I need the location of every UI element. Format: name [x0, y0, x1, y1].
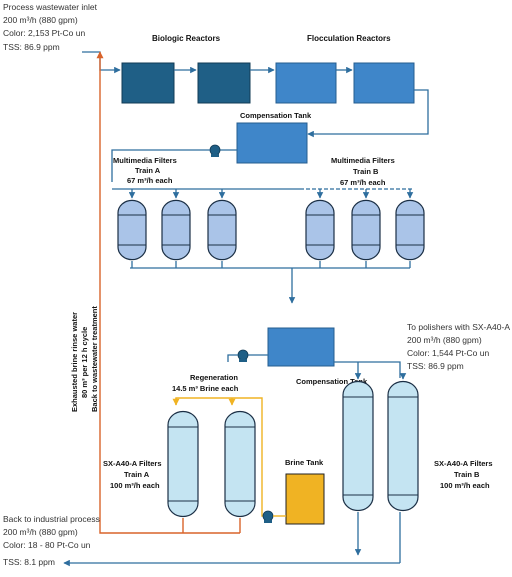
sx-a-title: SX-A40-A Filters [103, 459, 162, 468]
mm-b-title: Multimedia Filters [331, 156, 395, 165]
inlet-title: Process wastewater inlet [3, 2, 98, 12]
reactor-to-tank-line [307, 89, 429, 138]
regeneration-detail: 14.5 m³ Brine each [172, 384, 239, 393]
multimedia-filter-3 [207, 189, 237, 268]
pump-to-filters-line [111, 149, 210, 182]
sx-filters [167, 373, 419, 518]
biologic-reactors-label: Biologic Reactors [152, 34, 221, 43]
rinse-return-line [96, 51, 183, 534]
sx-filter-b1 [342, 373, 374, 512]
sx-b-title: SX-A40-A Filters [434, 459, 493, 468]
sx-b-train: Train B [454, 470, 480, 479]
multimedia-filter-1 [117, 189, 147, 268]
sx-a-rate: 100 m³/h each [110, 481, 160, 490]
pump-icon [237, 349, 249, 362]
multimedia-filters [117, 189, 425, 268]
pump-icon [262, 510, 274, 523]
polishers-color: Color: 1,544 Pt-Co un [407, 348, 489, 358]
brine-tank-label: Brine Tank [285, 458, 324, 467]
inlet-tss: TSS: 86.9 ppm [3, 42, 60, 52]
sx-b-rate: 100 m³/h each [440, 481, 490, 490]
sx-filter-a2 [224, 410, 256, 518]
polishers-tss: TSS: 86.9 ppm [407, 361, 464, 371]
biologic-reactor-2 [197, 62, 251, 104]
brine-tank [285, 473, 325, 525]
multimedia-filter-2 [161, 189, 191, 268]
compensation-tank-bottom [267, 327, 335, 367]
mm-a-rate: 67 m³/h each [127, 176, 173, 185]
compensation-tank-top [236, 122, 308, 164]
sx-filter-a1 [167, 410, 199, 518]
flocculation-reactor-1 [275, 62, 337, 104]
flocculation-reactors-label: Flocculation Reactors [307, 34, 391, 43]
pump2-stub [227, 354, 238, 362]
compensation-tank-top-label: Compensation Tank [240, 111, 312, 120]
sx-filter-b2 [387, 373, 419, 512]
rinse-line3: Back to wastewater treatment [90, 306, 99, 412]
multimedia-filter-5 [351, 189, 381, 268]
mm-b-rate: 67 m³/h each [340, 178, 386, 187]
polishers-title: To polishers with SX-A40-A [407, 322, 510, 332]
polishers-flow: 200 m³/h (880 gpm) [407, 335, 482, 345]
rinse-line1: Exhausted brine rinse water [70, 312, 79, 412]
rinse-line2: 80 m³ per 12 h cycle [80, 327, 89, 398]
multimedia-filter-4 [305, 189, 335, 268]
mm-a-title: Multimedia Filters [113, 156, 177, 165]
mm-a-train: Train A [135, 166, 161, 175]
biologic-reactor-1 [121, 62, 175, 104]
inlet-flow: 200 m³/h (880 gpm) [3, 15, 78, 25]
outlet-title: Back to industrial process [3, 514, 100, 524]
pump-icon [209, 144, 221, 157]
mm-b-train: Train B [353, 167, 379, 176]
inlet-line [82, 51, 121, 74]
outlet-flow: 200 m³/h (880 gpm) [3, 527, 78, 537]
sx-a-train: Train A [124, 470, 150, 479]
outlet-color: Color: 18 - 80 Pt-Co un [3, 540, 91, 550]
regeneration-title: Regeneration [190, 373, 238, 382]
multimedia-filter-6 [395, 189, 425, 268]
rinse-text: Exhausted brine rinse water 80 m³ per 12… [70, 306, 99, 412]
inlet-color: Color: 2,153 Pt-Co un [3, 28, 85, 38]
tank2-outlet-line [334, 361, 401, 378]
compensation-tank-bottom-label: Compensation Tank [296, 377, 368, 386]
flocculation-reactor-2 [353, 62, 415, 104]
outlet-tss: TSS: 8.1 ppm [3, 557, 55, 567]
